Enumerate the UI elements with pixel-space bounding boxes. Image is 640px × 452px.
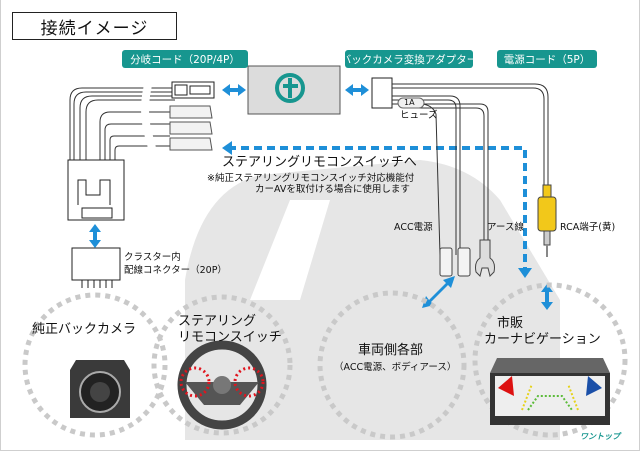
brand-footer: ワントップ xyxy=(580,432,620,441)
rca-plug xyxy=(537,184,557,257)
steering-label-2: リモコンスイッチ xyxy=(178,330,282,345)
cluster-label-1: クラスター内 xyxy=(124,252,181,263)
rca-label: RCA端子(黄) xyxy=(560,222,616,233)
callout-adapter: バックカメラ変換アダプター xyxy=(341,50,477,68)
dotted-circles xyxy=(22,282,628,440)
fuse-label: ヒューズ xyxy=(400,110,438,121)
note-line-1: ※純正ステアリングリモコンスイッチ対応機能付 xyxy=(207,173,415,184)
power-connector xyxy=(371,77,549,256)
harness-wires xyxy=(69,87,175,160)
acc-terminals xyxy=(439,247,471,277)
acc-label: ACC電源 xyxy=(394,222,433,233)
vehicle-label-1: 車両側各部 xyxy=(358,343,424,358)
navi-label-2: カーナビゲーション xyxy=(484,332,601,347)
cluster-label-2: 配線コネクター（20P） xyxy=(124,265,227,276)
harness-connector-20p xyxy=(67,159,125,221)
car-navi-illustration xyxy=(490,358,610,425)
bullet-terminals xyxy=(169,105,213,151)
page-title: 接続イメージ xyxy=(12,12,177,40)
steering-target-label: ステアリングリモコンスイッチへ xyxy=(222,155,417,170)
steering-dashed-route xyxy=(222,141,532,278)
camera-adapter xyxy=(247,65,341,115)
callout-branch-cord: 分岐コード（20P/4P） xyxy=(122,50,248,68)
earth-terminal xyxy=(475,239,495,277)
fuse-value: 1A xyxy=(404,98,415,107)
steering-label-1: ステアリング xyxy=(178,314,257,329)
navi-label-1: 市販 xyxy=(497,316,524,331)
steering-wheel-illustration xyxy=(177,340,267,430)
branch-connector xyxy=(171,81,215,99)
connection-arrows xyxy=(89,84,553,310)
camera-label: 純正バックカメラ xyxy=(32,322,137,337)
cluster-connector xyxy=(71,247,121,288)
back-camera-illustration xyxy=(70,360,130,418)
earth-label: アース線 xyxy=(487,222,524,233)
note-line-2: カーAVを取付ける場合に使用します xyxy=(255,184,410,195)
vehicle-label-2: （ACC電源、ボディアース） xyxy=(334,362,457,373)
wire-break-wave xyxy=(141,76,158,179)
callout-power-cord: 電源コード（5P） xyxy=(497,50,597,68)
